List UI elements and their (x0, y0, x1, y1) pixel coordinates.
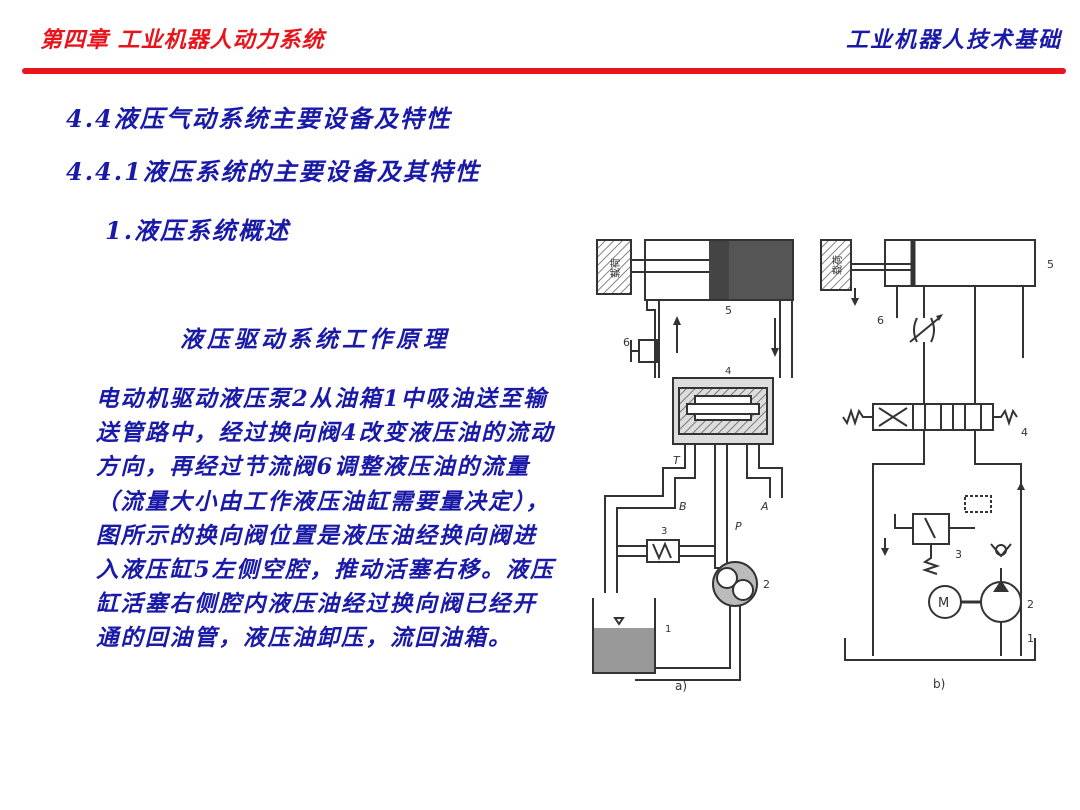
label-3-b: 3 (955, 548, 962, 561)
motor-label: M (938, 596, 949, 611)
load-block-a (596, 239, 632, 295)
hydraulic-cylinder-5 (644, 239, 794, 301)
hydraulic-diagram: 载荷 5 6 (575, 228, 1065, 698)
label-4-b: 4 (1021, 426, 1028, 439)
label-5-b: 5 (1047, 258, 1054, 271)
label-6-a: 6 (623, 336, 630, 349)
relief-valve-3 (646, 539, 680, 563)
label-2-a: 2 (763, 578, 770, 591)
label-1-a: 1 (665, 624, 671, 635)
label-B-a: B (679, 500, 687, 513)
label-4-a: 4 (725, 366, 731, 377)
diagram-b: 载荷 5 6 (820, 239, 1054, 691)
load-label-a: 载荷 (610, 258, 622, 278)
cylinder-symbol-5 (884, 239, 1036, 287)
body-paragraph: 电动机驱动液压泵2从油箱1中吸油送至输送管路中，经过换向阀4改变液压油的流动方向… (96, 386, 555, 652)
tank-symbol-1 (844, 638, 1036, 661)
label-A-a: A (760, 500, 769, 513)
label-1-b: 1 (1027, 632, 1034, 645)
label-2-b: 2 (1027, 598, 1034, 611)
diagram-a: 载荷 5 6 (592, 239, 794, 693)
header-chapter-title: 第四章 工业机器人动力系统 (40, 27, 325, 53)
caption-b: b) (933, 677, 945, 691)
label-3-a: 3 (661, 526, 667, 537)
header-course-title: 工业机器人技术基础 (845, 27, 1062, 53)
label-6-b: 6 (877, 314, 884, 327)
section-heading: 4.4液压气动系统主要设备及特性 (66, 104, 452, 133)
diagram-subtitle: 液压驱动系统工作原理 (180, 326, 450, 353)
label-T-a: T (673, 454, 681, 467)
header-divider (22, 68, 1066, 74)
load-label-b: 载荷 (832, 255, 844, 275)
caption-a: a) (675, 679, 687, 693)
label-5-a: 5 (725, 304, 732, 317)
oil-tank-1 (592, 598, 656, 674)
label-P-a: P (735, 520, 742, 533)
item-heading: 1.液压系统概述 (105, 216, 291, 245)
subsection-heading: 4.4.1液压系统的主要设备及其特性 (66, 157, 481, 186)
